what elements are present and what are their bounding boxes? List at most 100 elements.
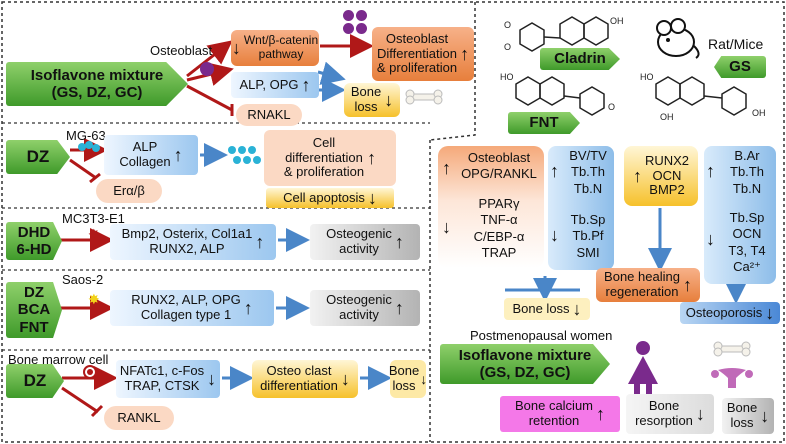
calcium-line: Bone calcium xyxy=(514,398,594,414)
compound-label: FNT xyxy=(529,114,559,132)
col2-bottom-group: ↓ Tb.Sp Tb.Pf SMI xyxy=(550,212,614,261)
cell-cluster-icon xyxy=(78,141,100,152)
rankl-label: RNAKL xyxy=(247,106,291,122)
svg-text:HO: HO xyxy=(640,72,654,82)
col4-item: Tb.N xyxy=(732,180,762,196)
source-line: (GS, DZ, GC) xyxy=(51,84,143,101)
col1-item: Osteoblast xyxy=(467,150,531,165)
bone-loss-outcome: Bone loss↓ xyxy=(504,298,590,320)
receptor-box: Erα/β xyxy=(96,179,162,203)
up-arrow-icon: ↑ xyxy=(243,297,253,318)
dz-source-box: DZ xyxy=(6,140,70,174)
diff-line: Differentiation xyxy=(377,45,457,61)
up-arrow-icon: ↑ xyxy=(706,161,715,181)
diff-line: differentiation xyxy=(285,149,363,165)
activity-line: activity xyxy=(339,241,379,256)
alp-opg-label: ALP, OPG xyxy=(239,76,299,92)
up-arrow-icon: ↑ xyxy=(596,403,606,424)
col4-item: Ca²⁺ xyxy=(733,258,761,274)
bone-icon xyxy=(713,341,751,357)
bone-loss-line: loss xyxy=(354,99,378,114)
healing-line: Bone healing xyxy=(604,269,680,285)
svg-text:O: O xyxy=(608,102,615,112)
isoflavone-source-right: Isoflavone mixture (GS, DZ, GC) xyxy=(440,344,610,384)
population-label: Postmenopausal women xyxy=(470,328,613,343)
down-arrow-icon: ↓ xyxy=(760,405,770,426)
svg-text:HO: HO xyxy=(500,72,514,82)
up-arrow-icon: ↑ xyxy=(442,158,451,178)
molecular-col1 xyxy=(438,146,544,268)
up-arrow-icon: ↑ xyxy=(394,297,404,318)
up-arrow-icon: ↑ xyxy=(632,165,642,186)
svg-text:OH: OH xyxy=(752,108,766,118)
rankl-box: RNAKL xyxy=(236,104,302,126)
col4-top-group: ↑ B.Ar Tb.Th Tb.N xyxy=(706,148,776,197)
bone-loss-line: Bone xyxy=(726,400,758,416)
cell-cluster-icon xyxy=(228,146,261,164)
source-line: DHD xyxy=(17,223,51,241)
col4-item: Tb.Th xyxy=(730,164,764,180)
col1-bottom-group: ↓ PPARγ TNF-α C/EBP-α TRAP xyxy=(442,196,542,261)
diff-line: & proliferation xyxy=(376,60,458,76)
fnt-label-box: FNT xyxy=(508,112,580,134)
source-label: DZ xyxy=(26,147,50,167)
col3-item: OCN xyxy=(652,167,682,183)
cell-label-osteoblast: Osteoblast xyxy=(150,43,213,58)
pathway-line: Wnt/β-catenin xyxy=(243,33,319,48)
source-line: Isoflavone mixture xyxy=(30,66,164,84)
col2-item: BV/TV xyxy=(569,148,607,163)
arrow-blue xyxy=(317,61,346,85)
source-line: BCA xyxy=(17,301,51,319)
bone-loss-line: loss xyxy=(730,415,754,430)
col1-item: C/EBP-α xyxy=(473,228,525,244)
bone-icon xyxy=(405,89,443,105)
svg-text:O: O xyxy=(504,42,511,52)
healing-line: regeneration xyxy=(605,284,679,299)
bone-loss-line: Bone xyxy=(388,363,420,379)
dz-source-box: DZ xyxy=(6,364,64,398)
marker-line: TRAP, CTSK xyxy=(124,378,200,393)
osteoclast-line: Osteo clast xyxy=(266,363,332,379)
cell-marker-icon xyxy=(83,365,97,379)
source-line: Isoflavone mixture xyxy=(458,346,592,364)
marker-line: RUNX2, ALP xyxy=(149,241,225,256)
divider-upper xyxy=(429,2,476,141)
down-arrow-icon: ↓ xyxy=(550,225,559,245)
down-arrow-icon: ↓ xyxy=(572,298,582,319)
col2-item: SMI xyxy=(576,244,600,260)
cladrin-label-box: Cladrin xyxy=(540,48,620,70)
col1-item: PPARγ xyxy=(478,196,520,211)
source-line: (GS, DZ, GC) xyxy=(479,364,571,381)
marker-line: Collagen type 1 xyxy=(140,307,232,322)
alp-opg-box: ALP, OPG↑ xyxy=(231,72,319,98)
molecular-col2 xyxy=(548,146,614,270)
source-line: 6-HD xyxy=(16,241,52,258)
up-arrow-icon: ↑ xyxy=(255,231,265,252)
svg-text:OH: OH xyxy=(610,16,624,26)
inhibit-line xyxy=(69,158,97,180)
up-arrow-icon: ↑ xyxy=(394,231,404,252)
col3-item: RUNX2 xyxy=(644,152,690,168)
fnt-structure-icon: HO O xyxy=(500,72,615,116)
bone-loss-line: Bone xyxy=(350,84,382,100)
col4-item: B.Ar xyxy=(734,148,760,163)
marker-line: Bmp2, Osterix, Col1a1 xyxy=(121,226,253,242)
rankl-box: RANKL xyxy=(104,406,174,430)
cell-label-mc3t3: MC3T3-E1 xyxy=(62,211,125,226)
mouse-icon xyxy=(656,18,700,59)
col4-bottom-group: ↓ Tb.Sp OCN T3, T4 Ca²⁺ xyxy=(706,210,776,275)
gs-structure-icon: HO OH OH xyxy=(640,72,766,122)
up-arrow-icon: ↑ xyxy=(173,144,183,165)
animal-label: Rat/Mice xyxy=(708,36,764,52)
inhibit-bar xyxy=(90,404,104,418)
marker-line: RUNX2, ALP, OPG xyxy=(131,292,241,308)
